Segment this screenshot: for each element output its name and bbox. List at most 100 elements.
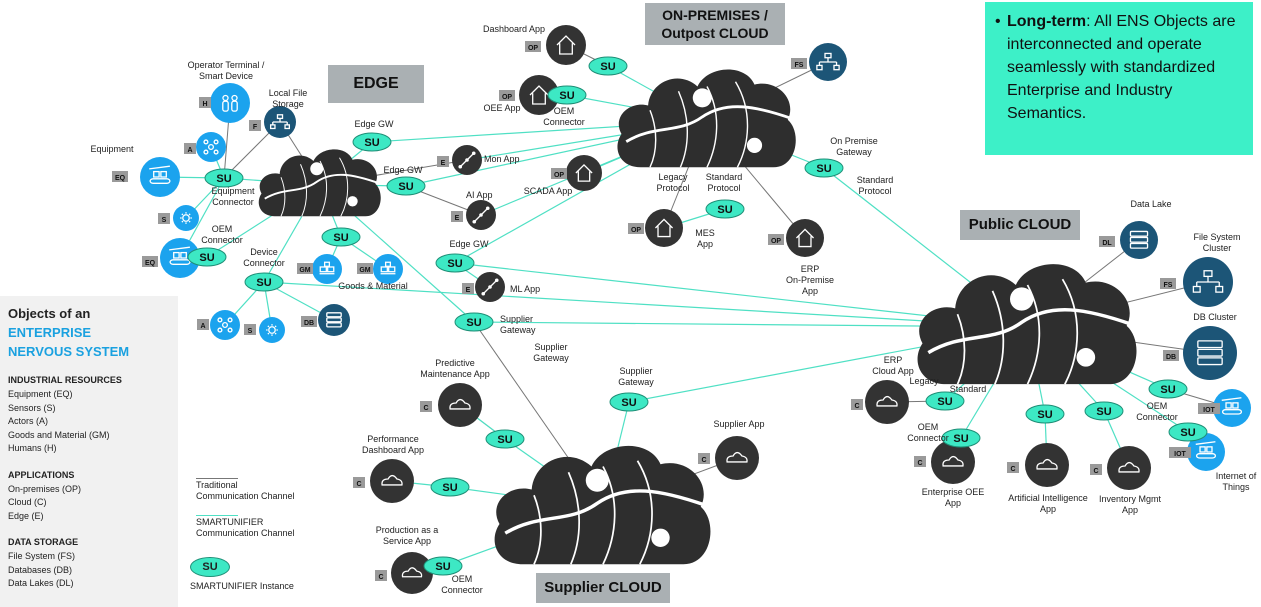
zone-label-supplier: Supplier CLOUD: [536, 573, 670, 603]
su-instance-su_ai[interactable]: SU: [1025, 404, 1065, 424]
node-eq2[interactable]: EQ: [142, 238, 200, 278]
node-e1[interactable]: E: [437, 145, 482, 175]
node-eq1[interactable]: EQ: [112, 157, 180, 197]
note-bullet: •: [995, 13, 1001, 30]
node-op3[interactable]: OP: [551, 155, 602, 191]
data-lake-icon: [1129, 230, 1149, 249]
type-tag-text: E: [466, 287, 471, 294]
node-s2[interactable]: S: [244, 317, 285, 343]
node-db1[interactable]: DB: [301, 304, 350, 336]
node-op1[interactable]: OP: [525, 25, 586, 65]
legend-item: Equipment (EQ): [8, 389, 73, 399]
node-c1[interactable]: C: [851, 380, 909, 424]
node-op2[interactable]: OP: [499, 75, 559, 115]
node-iot2[interactable]: IOT: [1169, 433, 1225, 471]
node-dl1[interactable]: DL: [1099, 221, 1158, 259]
boxes-icon: [380, 261, 396, 275]
node-gm1[interactable]: GM: [297, 254, 342, 284]
su-instance-su_supgw2[interactable]: SU: [609, 392, 649, 412]
smartunifier-channel-label: SMARTUNIFIER Communication Channel: [196, 517, 295, 538]
su-badge-text: SU: [447, 258, 462, 270]
type-tag: [1090, 464, 1102, 475]
su-instance-su_edgegw3[interactable]: SU: [435, 253, 475, 273]
type-tag: [1198, 403, 1220, 414]
node-c5[interactable]: C: [420, 383, 482, 427]
node-c3[interactable]: C: [1007, 443, 1069, 487]
node-op4[interactable]: OP: [628, 209, 683, 247]
type-tag-text: IOT: [1174, 451, 1186, 458]
su-badge-text: SU: [497, 434, 512, 446]
node-e3[interactable]: E: [462, 272, 505, 302]
node-c4[interactable]: C: [1090, 446, 1151, 490]
su-instance-su_op_top[interactable]: SU: [588, 56, 628, 76]
type-tag: [1160, 278, 1176, 289]
protocol-label: Standard: [950, 384, 987, 394]
node-c7[interactable]: C: [375, 552, 433, 594]
type-tag-text: OP: [528, 45, 538, 52]
su-instance-su_oem2[interactable]: SU: [547, 85, 587, 105]
type-tag: [244, 324, 256, 335]
zone-label-edge: EDGE: [328, 65, 424, 103]
node-db2[interactable]: DB: [1163, 326, 1237, 380]
type-tag: [768, 234, 784, 245]
su-instance-su_oem3[interactable]: SU: [423, 556, 463, 576]
node-gm2[interactable]: GM: [357, 254, 403, 284]
node-h1[interactable]: H: [199, 83, 250, 123]
node-s1[interactable]: S: [158, 205, 199, 231]
su-badge-text: SU: [435, 561, 450, 573]
node-c2[interactable]: C: [914, 440, 975, 484]
legend-item: Edge (E): [8, 510, 44, 521]
node-a1[interactable]: A: [184, 132, 226, 162]
cloud-public: [915, 262, 1139, 386]
su-instance-su_dev[interactable]: SU: [244, 272, 284, 292]
legend-title-line1: Objects of an: [8, 306, 91, 321]
type-tag: [451, 211, 463, 222]
node-fs2[interactable]: FS: [791, 43, 847, 81]
type-tag: [698, 453, 710, 464]
su-instance-su_edgegw1[interactable]: SU: [352, 132, 392, 152]
node-e2[interactable]: E: [451, 200, 496, 230]
node-op5[interactable]: OP: [768, 219, 824, 257]
long-term-note: • Long-term: All ENS Objects are interco…: [985, 2, 1253, 155]
node-c8[interactable]: C: [698, 436, 759, 480]
su-instance-su_iot[interactable]: SU: [1168, 422, 1208, 442]
su-instance-su_mes[interactable]: SU: [705, 199, 745, 219]
type-tag: [142, 256, 158, 267]
su-instance-su_inv[interactable]: SU: [1084, 401, 1124, 421]
type-tag: [197, 319, 209, 330]
node-fs3[interactable]: FS: [1160, 257, 1233, 307]
cloud-onprem: [615, 67, 798, 169]
su-instance-su_oem5[interactable]: SU: [1148, 379, 1188, 399]
su-badge-text: SU: [1096, 406, 1111, 418]
node-c6[interactable]: C: [353, 459, 414, 503]
su-badge-text: SU: [953, 433, 968, 445]
node-fs1[interactable]: F: [249, 106, 296, 138]
node-iot1[interactable]: IOT: [1198, 389, 1251, 427]
su-instance-su_sup1[interactable]: SU: [485, 429, 525, 449]
sensor-icon: [266, 324, 278, 336]
node-label: ML App: [510, 284, 540, 294]
su-instance-su_eqc[interactable]: SU: [204, 168, 244, 188]
su-instance-su_oem4[interactable]: SU: [941, 428, 981, 448]
su-badge-text: SU: [1037, 409, 1052, 421]
su-instance-su_edgegw2[interactable]: SU: [386, 176, 426, 196]
su-instance-su_supgw1[interactable]: SU: [454, 312, 494, 332]
node-a2[interactable]: A: [197, 310, 240, 340]
type-tag-text: H: [202, 101, 207, 108]
su-instance-su_erpc[interactable]: SU: [925, 391, 965, 411]
legend-item: Actors (A): [8, 416, 49, 426]
su-instance-su_opgw[interactable]: SU: [804, 158, 844, 178]
su-instance-su_sup2[interactable]: SU: [430, 477, 470, 497]
su-instance-su_oem1[interactable]: SU: [187, 247, 227, 267]
type-tag-text: FS: [795, 62, 804, 69]
su-instance-su_gm[interactable]: SU: [321, 227, 361, 247]
